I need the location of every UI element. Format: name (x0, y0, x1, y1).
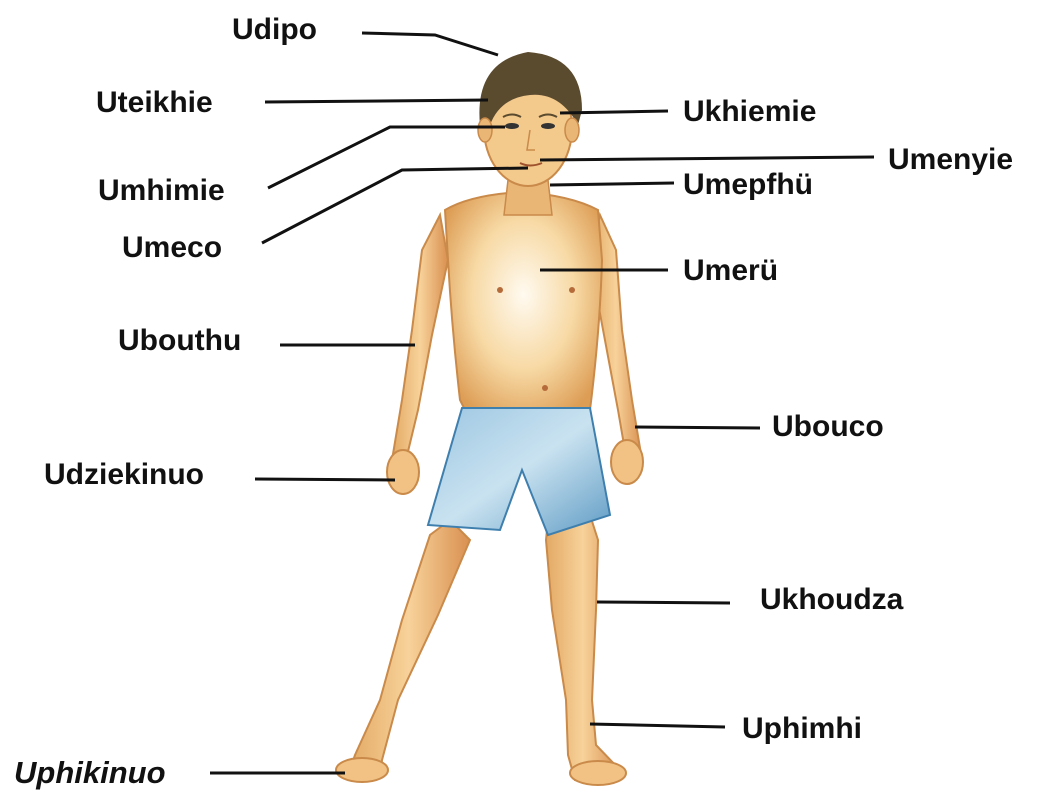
label-ubouthu: Ubouthu (118, 326, 241, 356)
label-ukhiemie: Ukhiemie (683, 97, 816, 127)
leader-ubouco (635, 427, 760, 428)
leader-udziekinuo (255, 479, 395, 480)
leader-umenyie (540, 157, 874, 160)
label-umeco: Umeco (122, 233, 222, 263)
label-umepfhu: Umepfhü (683, 170, 813, 200)
left-arm (392, 215, 448, 468)
label-ukhoudza: Ukhoudza (760, 585, 903, 615)
label-umenyie: Umenyie (888, 145, 1013, 175)
leader-uteikhie (265, 100, 488, 102)
left-leg (348, 520, 470, 778)
label-umhimie: Umhimie (98, 176, 225, 206)
label-uphimhi: Uphimhi (742, 714, 862, 744)
leader-uphimhi (590, 724, 725, 727)
shorts (428, 408, 610, 535)
leader-udipo (362, 33, 498, 55)
torso (445, 192, 602, 420)
label-ubouco: Ubouco (772, 412, 884, 442)
leader-ukhoudza (597, 602, 730, 603)
label-uphikinuo: Uphikinuo (14, 757, 166, 788)
right-hand (611, 440, 643, 484)
leader-umepfhu (550, 183, 674, 185)
label-uteikhie: Uteikhie (96, 88, 213, 118)
label-umeru: Umerü (683, 256, 778, 286)
label-udipo: Udipo (232, 15, 317, 45)
right-leg (546, 515, 620, 782)
left-hand (387, 450, 419, 494)
leader-ukhiemie (560, 111, 668, 113)
label-udziekinuo: Udziekinuo (44, 460, 204, 490)
right-foot (570, 761, 626, 785)
left-foot (336, 758, 388, 782)
